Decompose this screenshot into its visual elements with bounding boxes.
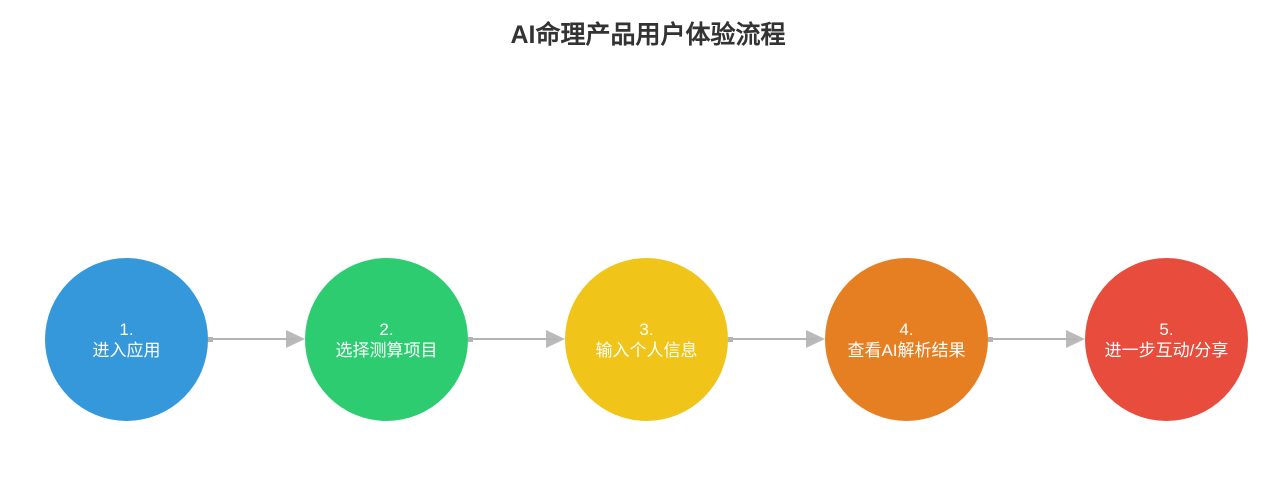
step-label: 输入个人信息 — [595, 340, 698, 360]
step-number: 1. — [119, 319, 134, 339]
flow-connector-1-2 — [208, 330, 305, 348]
arrow-right-icon — [806, 330, 825, 348]
connector-line — [470, 338, 557, 340]
connector-line — [730, 338, 817, 340]
step-number: 5. — [1159, 319, 1174, 339]
connector-line — [210, 338, 297, 340]
step-number: 3. — [639, 319, 654, 339]
flow-connector-3-4 — [728, 330, 825, 348]
step-label: 查看AI解析结果 — [847, 340, 966, 360]
step-number: 2. — [379, 319, 394, 339]
flow-step-node-3: 3. 输入个人信息 — [565, 258, 728, 421]
connector-line — [990, 338, 1077, 340]
flow-connector-2-3 — [468, 330, 565, 348]
step-label: 进入应用 — [92, 340, 161, 360]
flow-connector-4-5 — [988, 330, 1085, 348]
flow-step-node-4: 4. 查看AI解析结果 — [825, 258, 988, 421]
flow-step-node-2: 2. 选择测算项目 — [305, 258, 468, 421]
step-label: 选择测算项目 — [335, 340, 438, 360]
flow-step-node-5: 5. 进一步互动/分享 — [1085, 258, 1248, 421]
step-label: 进一步互动/分享 — [1104, 340, 1229, 360]
flow-step-node-1: 1. 进入应用 — [45, 258, 208, 421]
step-number: 4. — [899, 319, 914, 339]
diagram-title: AI命理产品用户体验流程 — [510, 21, 786, 49]
arrow-right-icon — [286, 330, 305, 348]
arrow-right-icon — [1066, 330, 1085, 348]
arrow-right-icon — [546, 330, 565, 348]
